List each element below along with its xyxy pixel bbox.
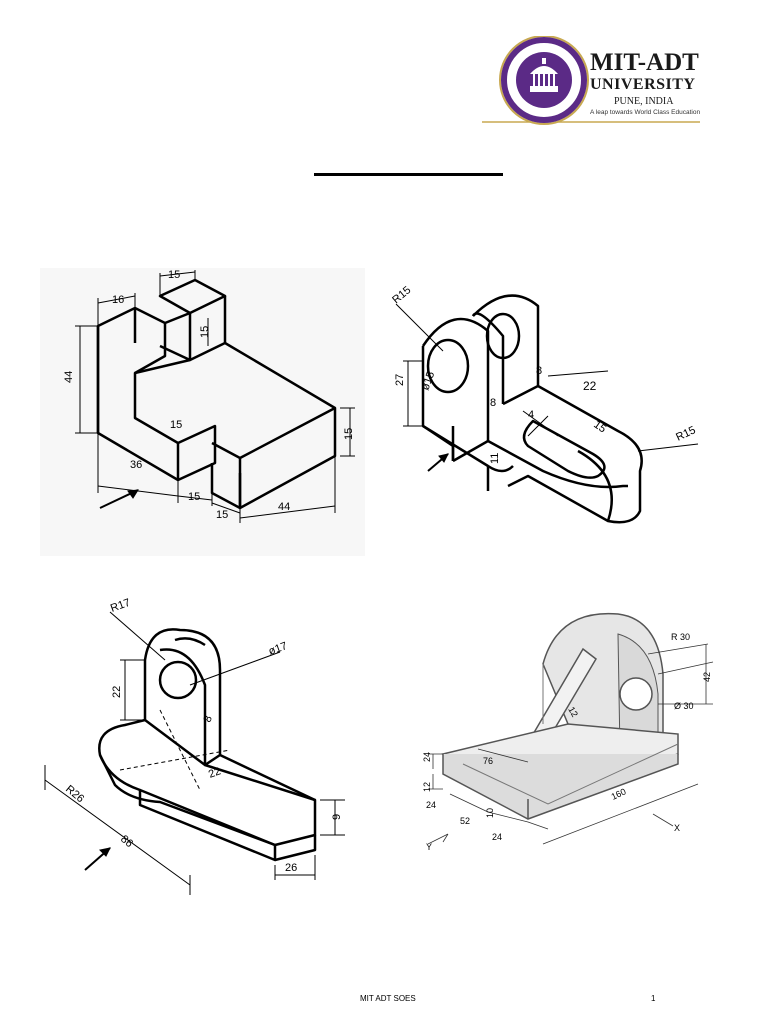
dim-label: 26: [285, 862, 297, 874]
dim-label: 10: [485, 808, 495, 818]
dim-label: 15: [591, 419, 608, 436]
dim-label: 15: [199, 326, 211, 338]
dim-label: 22: [111, 686, 123, 698]
dim-label: R15: [390, 284, 413, 306]
figure-2: R15 27 ø15 8 8 11 22 4 15 R15: [378, 276, 718, 556]
footer-label: MIT ADT SOES: [360, 994, 416, 1003]
dim-label: Ø 30: [674, 701, 694, 711]
brand-text: MIT-ADT UNIVERSITY PUNE, INDIA A leap to…: [590, 49, 710, 117]
dim-label: 24: [426, 800, 436, 810]
dim-label: 15: [188, 491, 200, 503]
dim-label: 44: [63, 371, 75, 383]
dim-label: 27: [394, 374, 406, 386]
dim-label: 15: [216, 509, 228, 521]
brand-tagline: A leap towards World Class Education: [590, 109, 701, 116]
dim-label: ø17: [267, 640, 289, 658]
dim-label: 42: [702, 672, 712, 682]
dim-label: 36: [130, 459, 142, 471]
dim-label: 24: [492, 832, 502, 842]
dim-label: 24: [422, 752, 432, 762]
dim-label: 16: [112, 294, 124, 306]
dim-label: 15: [170, 419, 182, 431]
brand-line-1: MIT-ADT: [590, 49, 699, 76]
dim-label: 44: [278, 501, 290, 513]
dim-label: 11: [489, 453, 501, 464]
dim-label: 4: [528, 409, 534, 421]
dim-label: 8: [202, 714, 215, 724]
dim-label: 76: [483, 756, 493, 766]
figure-1: 16 15 15 44 15 36 15 15 44 15: [40, 268, 365, 556]
dim-label: 12: [422, 782, 432, 792]
dim-label: 15: [168, 269, 180, 281]
dim-label: 9: [331, 814, 343, 820]
university-logo: [482, 35, 700, 128]
dim-label: 15: [343, 428, 355, 440]
axis-label: X: [674, 823, 680, 833]
dim-label: R17: [109, 597, 132, 615]
dim-label: R 30: [671, 632, 690, 642]
dim-label: 22: [207, 765, 223, 780]
dim-label: 52: [460, 816, 470, 826]
brand-line-2: UNIVERSITY: [590, 76, 696, 93]
dim-label: R15: [674, 424, 697, 443]
axis-label: Y: [426, 842, 432, 852]
page-number: 1: [651, 994, 656, 1003]
figure-3: R17 ø17 22 8 22 R26 86 9 26: [40, 590, 365, 905]
dim-label: 8: [536, 365, 542, 377]
title-underline: [314, 173, 503, 176]
dim-label: 12: [566, 705, 580, 719]
dim-label: R26: [63, 783, 86, 805]
dim-label: 22: [583, 379, 597, 393]
dim-label: 8: [490, 397, 496, 409]
dim-label: 86: [118, 833, 135, 850]
brand-line-3: PUNE, INDIA: [614, 96, 674, 107]
figure-4: R 30 42 Ø 30 12 76 24 12 24 52 10 24 160…: [388, 604, 723, 884]
